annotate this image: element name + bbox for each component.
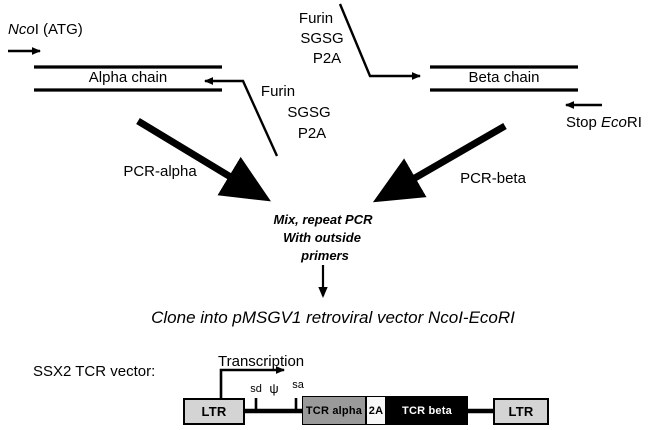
ri-part: RI: [626, 114, 642, 131]
upper-linker-furin: Furin: [298, 10, 334, 27]
vector-element-ltr-left: LTR: [183, 398, 245, 425]
clone-step-label: Clone into pMSGV1 retroviral vector NcoI…: [151, 308, 515, 327]
ncoi-atg-label: NcoI (ATG): [8, 22, 83, 37]
vector-element-ltr-right: LTR: [493, 398, 549, 425]
vector-element-label: TCR alpha: [305, 404, 363, 417]
pcr-beta-arrow: [372, 122, 507, 203]
eco-italic-part: Eco: [601, 114, 627, 131]
pcr-alpha-arrow: [136, 118, 271, 202]
sd-site-label: sd: [250, 383, 262, 395]
lower-linker-sgsg: SGSG: [287, 104, 331, 121]
upper-linker-p2a: P2A: [312, 50, 342, 67]
vector-caption: SSX2 TCR vector:: [33, 363, 156, 380]
transcription-arrow: [219, 366, 285, 400]
ncoi-rest-part: I (ATG): [34, 21, 83, 38]
vector-backbone: [243, 398, 495, 414]
vector-element-label: TCR beta: [402, 404, 452, 417]
lower-linker-primer: [204, 77, 279, 157]
sa-site-label: sa: [292, 379, 304, 391]
psi-site-label: ψ: [269, 381, 279, 396]
lower-linker-p2a: P2A: [297, 125, 327, 142]
stop-ecori-label: Stop EcoRI: [566, 115, 642, 130]
vector-element-tcr-beta: TCR beta: [386, 396, 468, 425]
transcription-label: Transcription: [218, 353, 305, 370]
pcr-alpha-label: PCR-alpha: [123, 163, 197, 180]
ncoi-italic-part: Nco: [8, 21, 35, 38]
alpha-chain-label: Alpha chain: [88, 69, 168, 86]
alpha-chain-duplex: [34, 65, 222, 92]
vector-element-2a: 2A: [366, 396, 386, 425]
mix-step-line1: Mix, repeat PCR: [273, 212, 373, 227]
mix-step-line3: primers: [301, 248, 349, 263]
pcr-beta-label: PCR-beta: [460, 170, 526, 187]
mix-step-line2: With outside: [283, 230, 361, 245]
vector-element-label: 2A: [368, 404, 384, 417]
vector-element-tcr-alpha: TCR alpha: [302, 396, 366, 425]
vector-element-label: LTR: [508, 404, 534, 419]
lower-linker-furin: Furin: [260, 83, 296, 100]
beta-chain-label: Beta chain: [468, 69, 540, 86]
beta-chain-duplex: [430, 65, 578, 92]
upper-linker-primer: [338, 3, 421, 80]
upper-linker-sgsg: SGSG: [300, 30, 344, 47]
vector-element-label: LTR: [201, 404, 227, 419]
stop-prefix: Stop: [566, 114, 602, 131]
